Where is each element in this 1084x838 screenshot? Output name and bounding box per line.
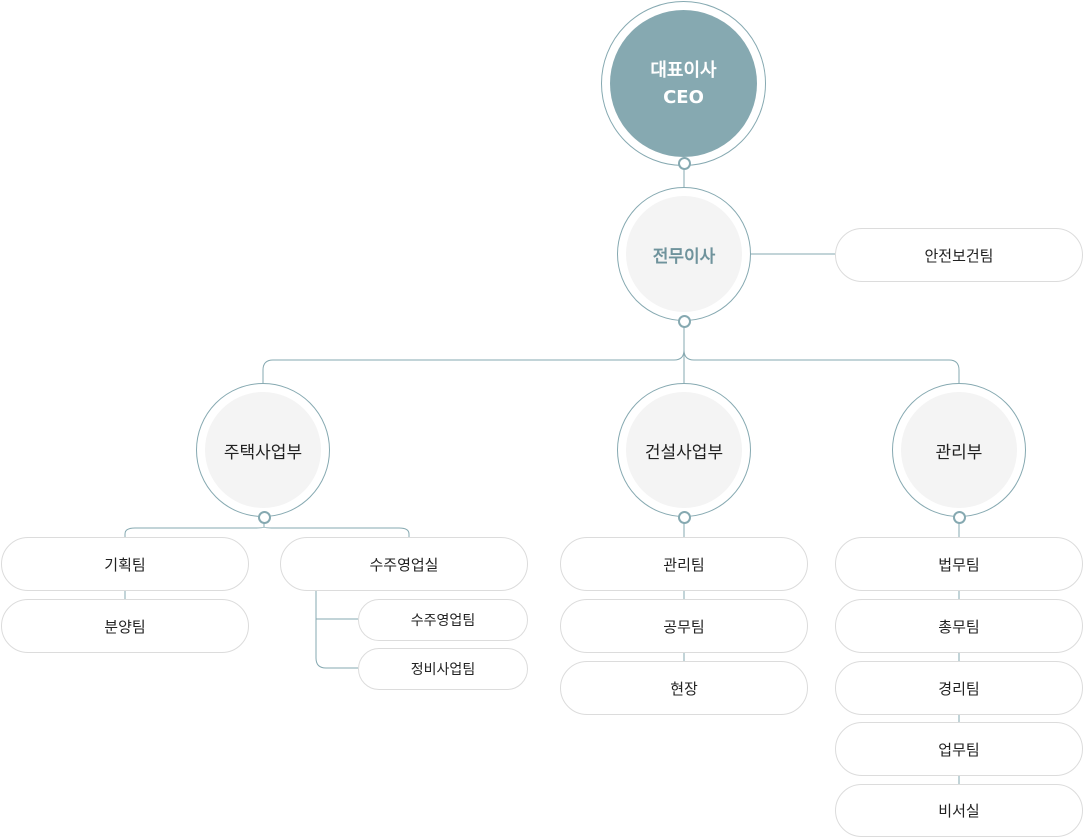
management-team-box: 경리팀: [835, 661, 1083, 715]
sales-office-team-box: 수주영업팀: [358, 599, 528, 641]
management-connector-dot: [953, 511, 966, 524]
connector-housing-office: [263, 523, 410, 537]
management-team-label: 비서실: [938, 802, 980, 820]
connector-office-team2: [315, 657, 358, 669]
management-division-circle: 관리부: [901, 392, 1017, 508]
construction-division-circle: 건설사업부: [626, 392, 742, 508]
management-team-box: 업무팀: [835, 722, 1083, 776]
construction-team-box: 관리팀: [560, 537, 808, 591]
housing-connector-dot: [258, 511, 271, 524]
construction-team-box: 현장: [560, 661, 808, 715]
executive-circle: 전무이사: [626, 196, 742, 312]
ceo-circle: 대표이사 CEO: [610, 10, 757, 157]
construction-team-box: 공무팀: [560, 599, 808, 653]
sales-office-box: 수주영업실: [280, 537, 528, 591]
sales-office-team-label: 수주영업팀: [410, 613, 476, 629]
sales-office-team-box: 정비사업팀: [358, 648, 528, 690]
management-team-label: 경리팀: [938, 679, 980, 698]
connector-housing-teams: [124, 523, 265, 537]
ceo-subtitle: CEO: [663, 86, 704, 108]
housing-team-label: 분양팀: [104, 617, 146, 636]
housing-team-box: 기획팀: [1, 537, 249, 591]
construction-team-label: 관리팀: [663, 555, 705, 574]
connector-executive-branch: [262, 327, 685, 385]
construction-division-title: 건설사업부: [644, 442, 724, 463]
housing-division-circle: 주택사업부: [205, 392, 321, 508]
housing-team-box: 분양팀: [1, 599, 249, 653]
safety-team-box: 안전보건팀: [835, 228, 1083, 282]
housing-division-title: 주택사업부: [223, 442, 303, 463]
management-team-box: 비서실: [835, 784, 1083, 837]
management-team-box: 총무팀: [835, 599, 1083, 653]
sales-office-label: 수주영업실: [369, 555, 439, 574]
executive-title: 전무이사: [652, 246, 716, 267]
connector-branch-right: [683, 349, 960, 385]
management-division-title: 관리부: [935, 442, 983, 463]
management-team-label: 업무팀: [938, 740, 980, 759]
construction-team-label: 공무팀: [663, 617, 705, 636]
management-team-box: 법무팀: [835, 537, 1083, 591]
construction-connector-dot: [678, 511, 691, 524]
housing-team-label: 기획팀: [104, 555, 146, 574]
construction-team-label: 현장: [670, 679, 698, 698]
executive-connector-dot: [678, 315, 691, 328]
management-team-label: 총무팀: [938, 617, 980, 636]
sales-office-team-label: 정비사업팀: [410, 662, 476, 678]
ceo-connector-dot: [678, 157, 691, 170]
ceo-title: 대표이사: [650, 59, 717, 81]
safety-team-label: 안전보건팀: [924, 246, 994, 265]
management-team-label: 법무팀: [938, 555, 980, 574]
